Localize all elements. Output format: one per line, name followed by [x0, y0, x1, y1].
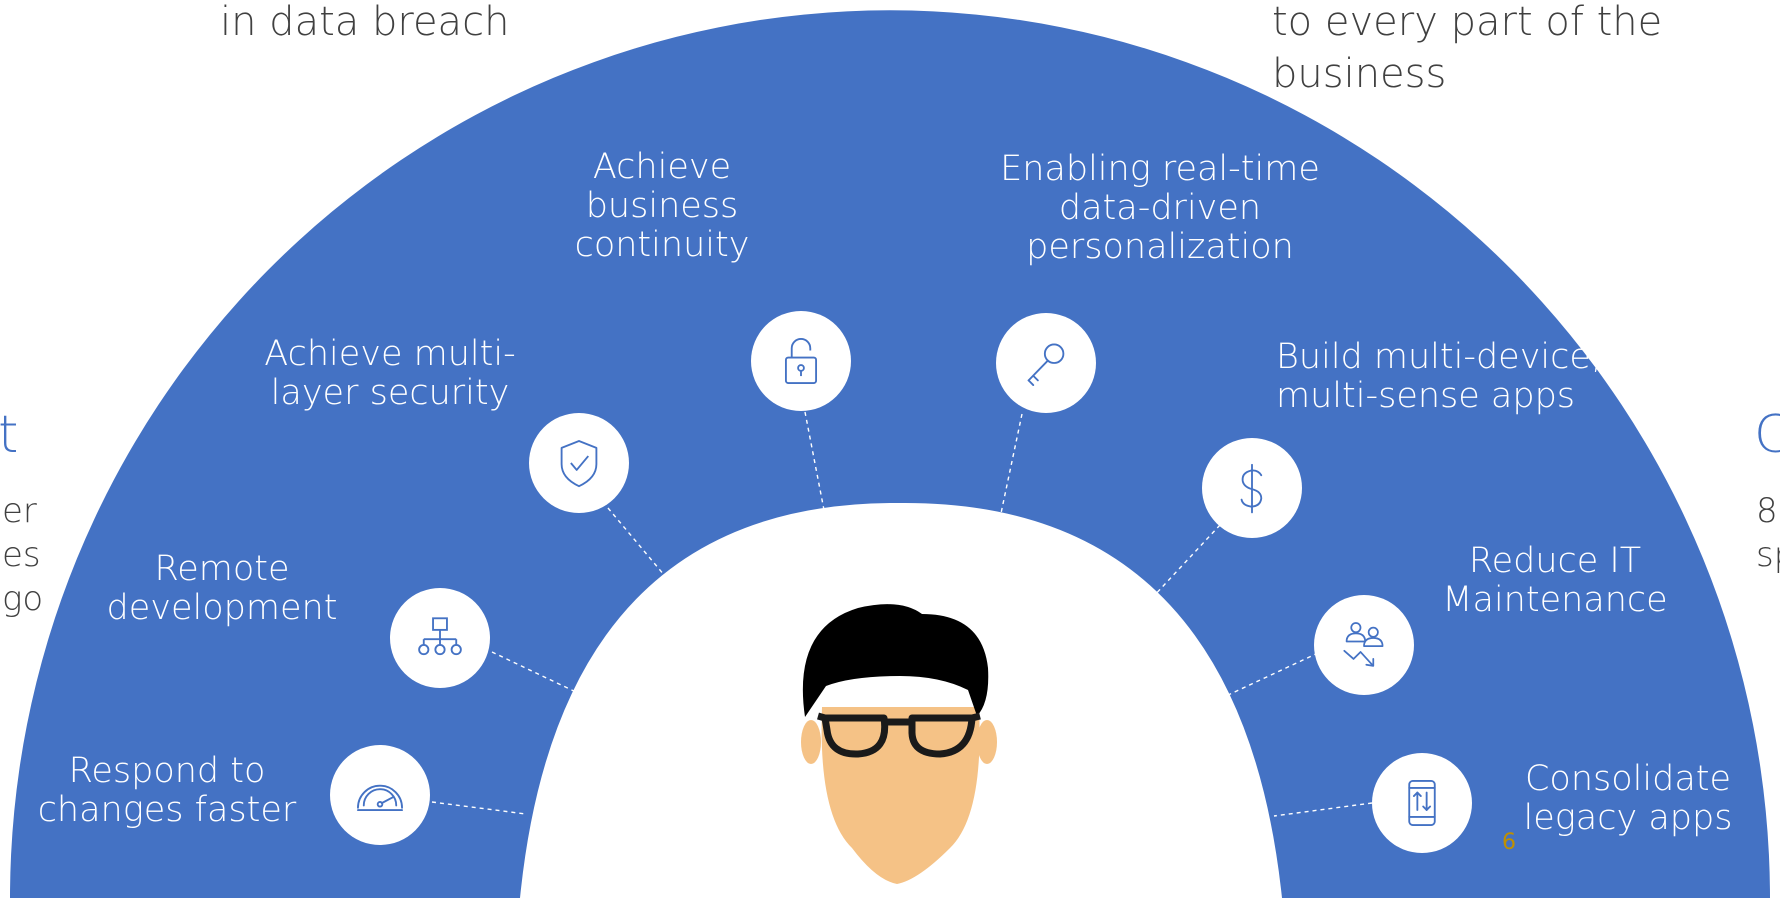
benefit-label-line: Reduce IT [1468, 541, 1642, 581]
mobile-transfer-icon [1372, 753, 1472, 853]
benefit-label-line: changes faster [37, 790, 297, 831]
shield-check-icon [529, 413, 629, 513]
right-line-fragment: 8 [1756, 491, 1778, 531]
dollar-sign-icon [1202, 438, 1302, 538]
benefit-label-line: Build multi-device, [1276, 337, 1603, 377]
benefit-label-line: layer security [270, 373, 510, 414]
top-right-text-line2: business [1272, 51, 1447, 97]
left-heading-fragment: t [0, 405, 19, 465]
benefit-label-line: multi-sense apps [1276, 376, 1576, 417]
benefit-label-line: continuity [574, 225, 750, 266]
benefit-security-label: Achieve multi- layer security [250, 334, 530, 414]
left-line-fragment: er [2, 491, 37, 531]
person-avatar-icon [801, 604, 997, 884]
benefit-personalization-label: Enabling real-time data-driven personali… [990, 149, 1330, 268]
benefit-label-line: development [106, 588, 338, 629]
benefit-remote-label: Remote development [82, 549, 362, 629]
unlocked-padlock-icon [751, 311, 851, 411]
benefit-label-line: business [585, 186, 739, 227]
benefit-multidevice-label: Build multi-device, multi-sense apps [1276, 337, 1603, 417]
benefit-label-line: Remote [154, 549, 290, 589]
benefit-consolidate-label: Consolidate legacy apps [1498, 759, 1758, 839]
benefit-label-line: data-driven [1058, 188, 1262, 229]
page-number: 6 [1502, 830, 1516, 855]
benefit-respond-label: Respond to changes faster [22, 751, 312, 831]
benefit-label-line: Consolidate [1524, 759, 1732, 799]
right-line-fragment: sp [1756, 535, 1780, 575]
speedometer-icon [330, 745, 430, 845]
benefit-label-line: Achieve multi- [264, 334, 516, 374]
benefit-maintenance-label: Reduce IT Maintenance [1420, 541, 1690, 621]
benefit-label-line: Respond to [68, 751, 266, 791]
left-line-fragment: go [2, 579, 44, 619]
top-right-text-line1: to every part of the [1272, 0, 1663, 45]
benefit-label-line: Enabling real-time [1000, 149, 1320, 189]
center-white-dome [520, 502, 1282, 898]
benefit-label-line: Maintenance [1442, 580, 1668, 621]
benefit-label-line: legacy apps [1523, 798, 1733, 839]
org-chart-icon [390, 588, 490, 688]
top-left-text: in data breach [220, 0, 510, 45]
left-line-fragment: es [2, 535, 41, 575]
benefit-label-line: Achieve [592, 147, 732, 187]
benefit-continuity-label: Achieve business continuity [542, 147, 782, 266]
benefit-label-line: personalization [1026, 227, 1294, 268]
key-icon [996, 313, 1096, 413]
people-decline-icon [1314, 595, 1414, 695]
right-heading-fragment: C [1754, 405, 1780, 465]
connector-lines [431, 411, 1373, 817]
